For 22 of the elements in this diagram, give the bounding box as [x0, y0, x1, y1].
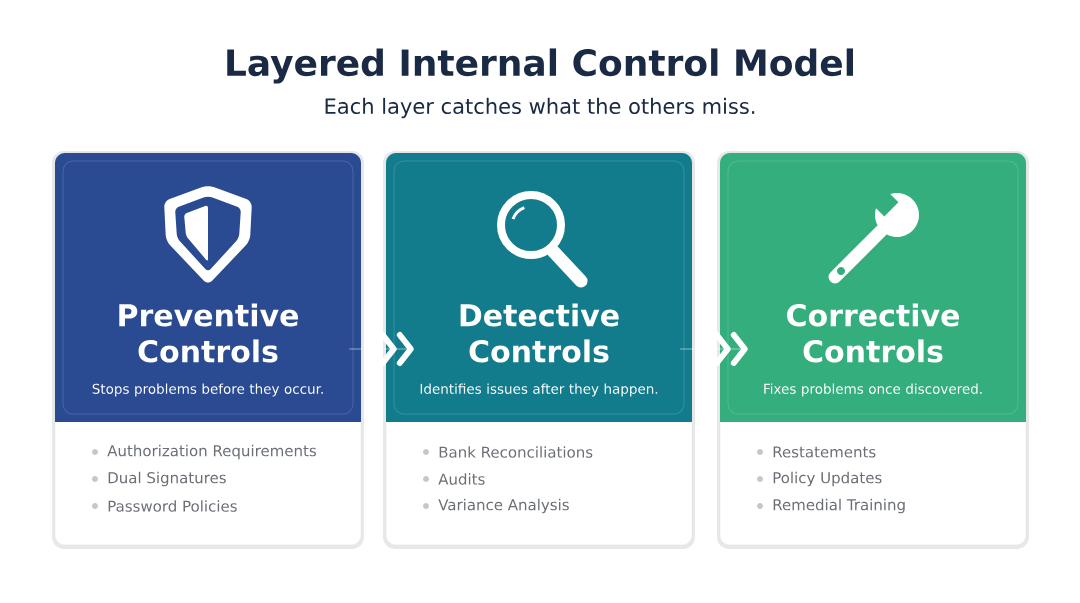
card-title: Detective Controls	[460, 303, 619, 363]
bullet-item: Audits	[423, 473, 485, 485]
bullet-item: Variance Analysis	[423, 498, 569, 514]
card-title: Preventive Controls	[119, 303, 298, 363]
bullet-item: Restatements	[757, 446, 876, 458]
bullet-item: Bank Reconciliations	[423, 446, 593, 458]
title: Layered Internal Control Model	[227, 48, 853, 84]
control-card	[383, 151, 695, 549]
bullet-item: Policy Updates	[757, 471, 882, 487]
card-subtitle: Fixes problems once discovered.	[764, 383, 982, 397]
bullet-item: Password Policies	[92, 500, 237, 512]
bullet-item: Remedial Training	[757, 498, 905, 514]
subtitle: Each layer catches what the others miss.	[325, 97, 755, 119]
chevron-arrow	[679, 332, 748, 366]
card-subtitle: Identifies issues after they happen.	[420, 383, 658, 397]
control-card	[717, 151, 1029, 549]
chevron-arrow	[348, 332, 414, 366]
control-card	[52, 151, 364, 549]
bullet-item: Authorization Requirements	[92, 444, 316, 460]
bullet-item: Dual Signatures	[92, 471, 226, 487]
card-subtitle: Stops problems before they occur.	[92, 383, 323, 397]
card-title: Corrective Controls	[787, 303, 959, 363]
